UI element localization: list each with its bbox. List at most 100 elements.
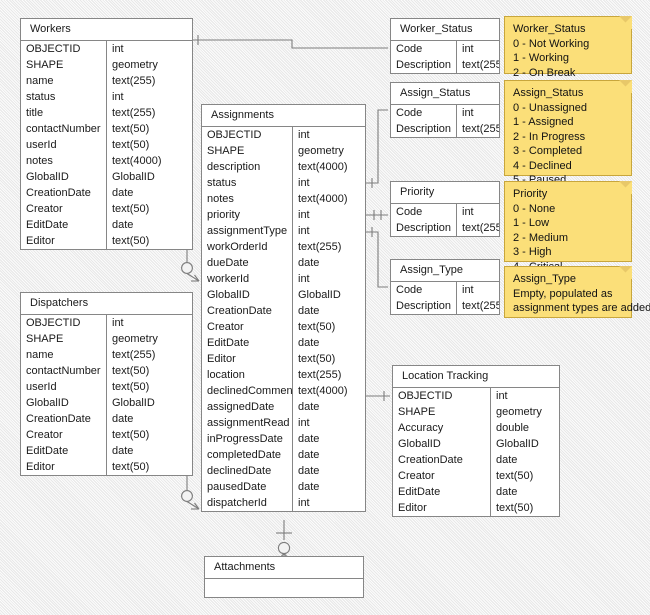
note-title: Assign_Type xyxy=(513,273,576,285)
attribute-name: Code xyxy=(391,41,457,57)
attribute-type: text(50) xyxy=(112,203,150,215)
note-line: 2 - In Progress xyxy=(513,130,586,143)
note-assign-type[interactable]: Assign_Type Empty, populated as assignme… xyxy=(504,266,650,318)
note-worker-status[interactable]: Worker_Status 0 - Not Working 1 - Workin… xyxy=(504,16,632,79)
note-assign-status[interactable]: Assign_Status 0 - Unassigned 1 - Assigne… xyxy=(504,80,632,201)
entity-title-workers: Workers xyxy=(21,19,192,41)
entity-title-assign-type: Assign_Type xyxy=(391,260,499,282)
attribute-name: GlobalID xyxy=(21,169,107,185)
attribute-name: Editor xyxy=(21,459,107,475)
attribute-name: Description xyxy=(391,57,457,73)
attribute-name: notes xyxy=(21,153,107,169)
attribute-type: GlobalID xyxy=(112,397,155,409)
attribute-name: declinedDate xyxy=(202,463,293,479)
attribute-type: date xyxy=(112,219,134,231)
attribute-type: int xyxy=(496,390,508,402)
attribute-name: Creator xyxy=(21,201,107,217)
attribute-type: date xyxy=(112,445,134,457)
attribute-name: SHAPE xyxy=(21,331,107,347)
attribute-type: int xyxy=(112,317,124,329)
attribute-type: int xyxy=(462,43,474,55)
attribute-name: Creator xyxy=(21,427,107,443)
note-priority[interactable]: Priority 0 - None 1 - Low 2 - Medium 3 -… xyxy=(504,181,632,273)
attribute-type: text(50) xyxy=(112,461,150,473)
attribute-type: int xyxy=(462,107,474,119)
attribute-type: text(255) xyxy=(112,107,156,119)
attribute-name: name xyxy=(21,73,107,89)
attribute-name: CreationDate xyxy=(202,303,293,319)
attribute-type: date xyxy=(112,187,134,199)
note-line: 3 - High xyxy=(513,246,552,258)
note-line: 2 - On Break xyxy=(513,66,576,79)
entity-attachments[interactable]: Attachments xyxy=(204,556,364,598)
attribute-name: userId xyxy=(21,379,107,395)
attribute-name: Description xyxy=(391,298,457,314)
attribute-name: GlobalID xyxy=(393,436,491,452)
attribute-type: text(50) xyxy=(496,470,534,482)
attribute-type: int xyxy=(298,129,310,141)
attribute-type: geometry xyxy=(496,406,542,418)
entity-title-location-tracking: Location Tracking xyxy=(393,366,559,388)
attribute-name: dispatcherId xyxy=(202,495,293,511)
attribute-name: OBJECTID xyxy=(21,41,107,57)
note-line: 1 - Working xyxy=(513,52,570,64)
attribute-type: text(255) xyxy=(112,75,156,87)
note-title: Worker_Status xyxy=(513,23,586,35)
attribute-name: dueDate xyxy=(202,255,293,271)
entity-title-dispatchers: Dispatchers xyxy=(21,293,192,315)
attribute-type: text(50) xyxy=(112,123,150,135)
note-line: 1 - Low xyxy=(513,217,550,229)
attribute-name: userId xyxy=(21,137,107,153)
note-line: Empty, populated as xyxy=(513,287,613,300)
attribute-type: text(255) xyxy=(462,300,499,312)
attribute-name: SHAPE xyxy=(21,57,107,73)
note-line: 3 - Completed xyxy=(513,145,583,157)
attribute-name: assignedDate xyxy=(202,399,293,415)
note-fold-inner-icon xyxy=(619,266,632,279)
attribute-type: text(255) xyxy=(298,369,342,381)
attribute-name: Editor xyxy=(393,500,491,516)
attribute-name: location xyxy=(202,367,293,383)
attribute-type: text(50) xyxy=(112,429,150,441)
attribute-row: Description text(255) xyxy=(391,298,499,314)
note-line: 0 - Not Working xyxy=(513,37,590,50)
attribute-name: Code xyxy=(391,204,457,220)
attribute-row: userId text(50) xyxy=(21,379,192,395)
attribute-type: geometry xyxy=(298,145,344,157)
note-fold-inner-icon xyxy=(619,16,632,29)
attribute-type: date xyxy=(298,433,320,445)
note-line: 2 - Medium xyxy=(513,231,569,244)
attribute-type: text(50) xyxy=(112,381,150,393)
attribute-name: workerId xyxy=(202,271,293,287)
attribute-row: Editor text(50) xyxy=(21,459,192,475)
attribute-type: text(50) xyxy=(112,235,150,247)
attribute-name: completedDate xyxy=(202,447,293,463)
